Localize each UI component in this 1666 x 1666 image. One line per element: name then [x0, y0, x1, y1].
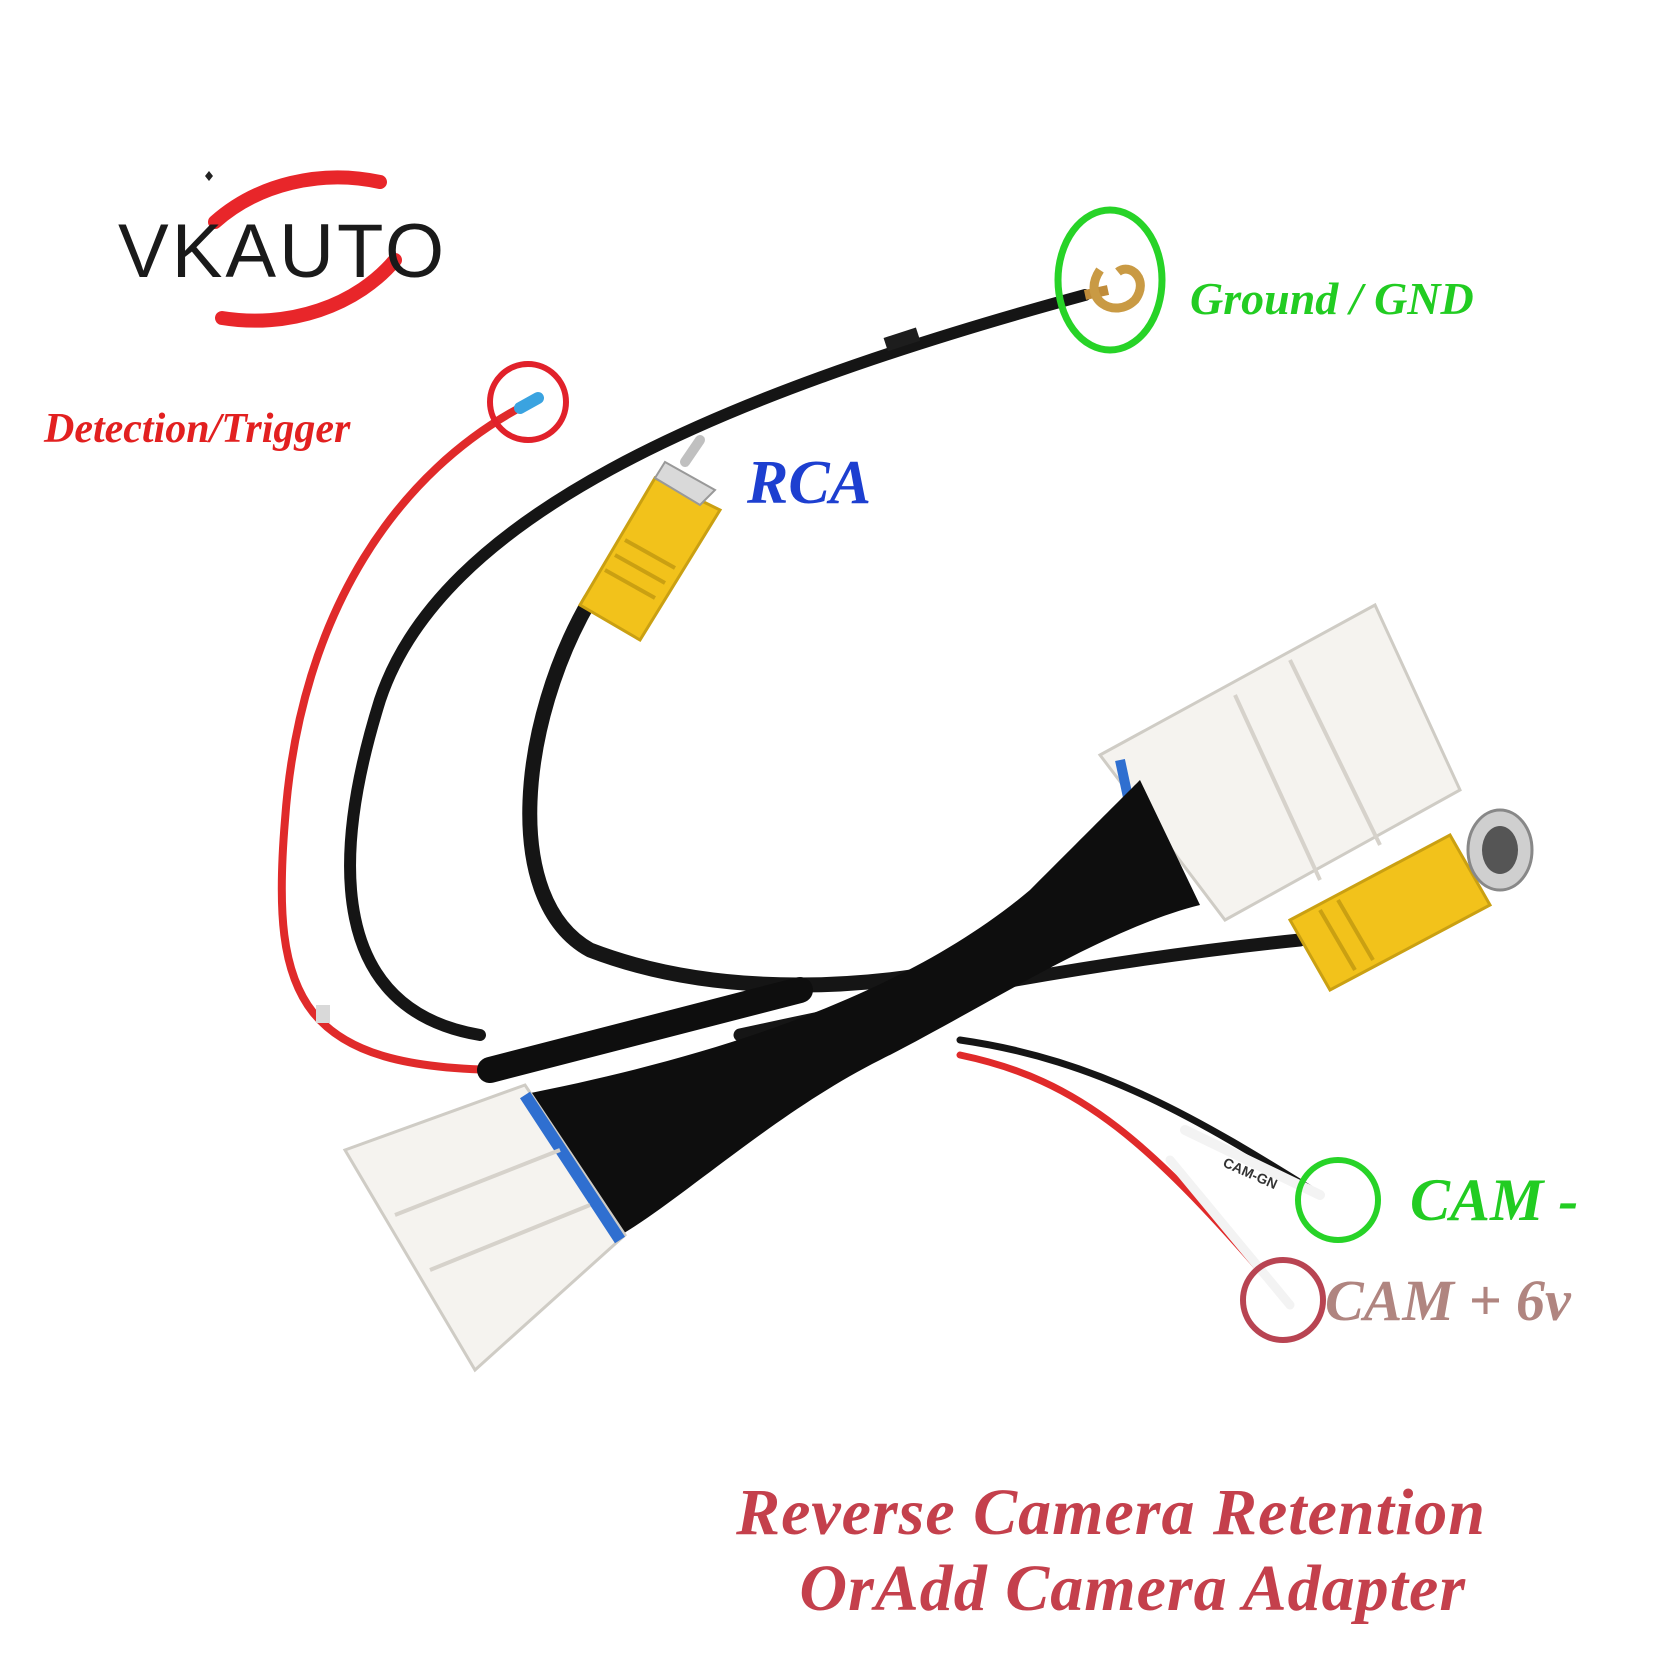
- rca-female-socket: [1287, 808, 1534, 993]
- lower-white-connector: [342, 1083, 627, 1373]
- sparkle-icon: [205, 171, 213, 181]
- cam-minus-wire: [956, 1036, 1324, 1199]
- detection-highlight-ring: [487, 361, 569, 443]
- cam-plus-wire: [956, 1051, 1294, 1309]
- rca-label: RCA: [747, 449, 872, 517]
- detection-wire: [277, 401, 529, 1074]
- rca-male-plug: [577, 435, 723, 643]
- caption-line-1: Reverse Camera Retention: [736, 1476, 1486, 1549]
- cam-plus-label: CAM + 6v: [1325, 1268, 1571, 1333]
- wrapped-harness-bundle: [520, 780, 1200, 1250]
- brand-name: VKAUTO: [118, 209, 448, 294]
- cam-minus-label: CAM -: [1410, 1167, 1579, 1233]
- detection-label: Detection/Trigger: [44, 406, 351, 452]
- ground-wire: [344, 289, 1091, 1041]
- caption-line-2: OrAdd Camera Adapter: [799, 1552, 1466, 1625]
- cam-minus-highlight-ring: [1295, 1157, 1381, 1243]
- ground-terminal: [1083, 264, 1145, 313]
- ground-highlight-ring: [1054, 206, 1166, 354]
- ground-label: Ground / GND: [1190, 273, 1474, 324]
- rca-video-cable: [522, 592, 1008, 993]
- cam-plus-highlight-ring: [1240, 1257, 1326, 1343]
- brand-logo-arc: [205, 170, 402, 328]
